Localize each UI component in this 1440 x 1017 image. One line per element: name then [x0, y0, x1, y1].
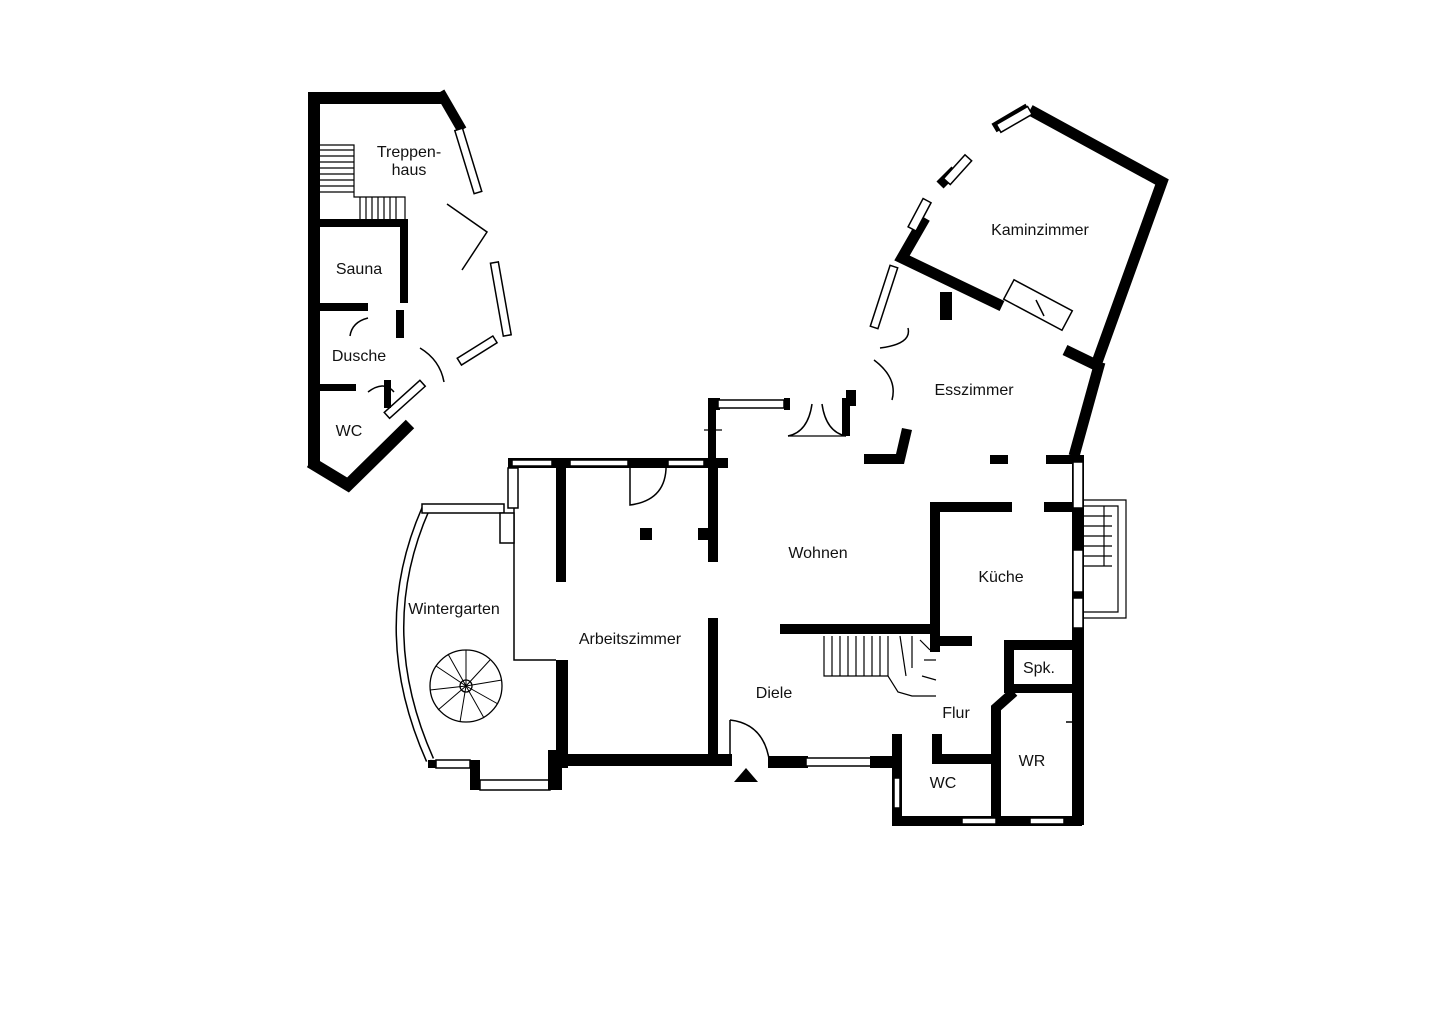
label-spk: Spk. [1023, 660, 1055, 677]
label-arbeitszimmer: Arbeitszimmer [579, 631, 682, 648]
label-wc-main: WC [930, 775, 957, 792]
label-sauna: Sauna [336, 261, 382, 278]
kaminzimmer-block [846, 103, 1169, 464]
label-wc-annex: WC [336, 423, 363, 440]
label-treppenhaus-line2: haus [392, 162, 427, 179]
label-esszimmer: Esszimmer [934, 382, 1014, 399]
label-treppenhaus-line1: Treppen- [377, 144, 441, 161]
outside-stair [1084, 499, 1127, 619]
main-staircase [823, 635, 937, 697]
annex-staircase [320, 144, 406, 221]
label-diele: Diele [756, 685, 793, 702]
label-wintergarten: Wintergarten [408, 601, 500, 618]
label-kueche: Küche [978, 569, 1023, 586]
label-wr: WR [1019, 753, 1046, 770]
main-building [395, 398, 1127, 826]
annex-building [306, 89, 513, 493]
label-wohnen: Wohnen [788, 545, 847, 562]
label-kaminzimmer: Kaminzimmer [991, 222, 1089, 239]
label-dusche: Dusche [332, 348, 386, 365]
label-flur: Flur [942, 705, 970, 722]
spiral-staircase [429, 649, 503, 723]
